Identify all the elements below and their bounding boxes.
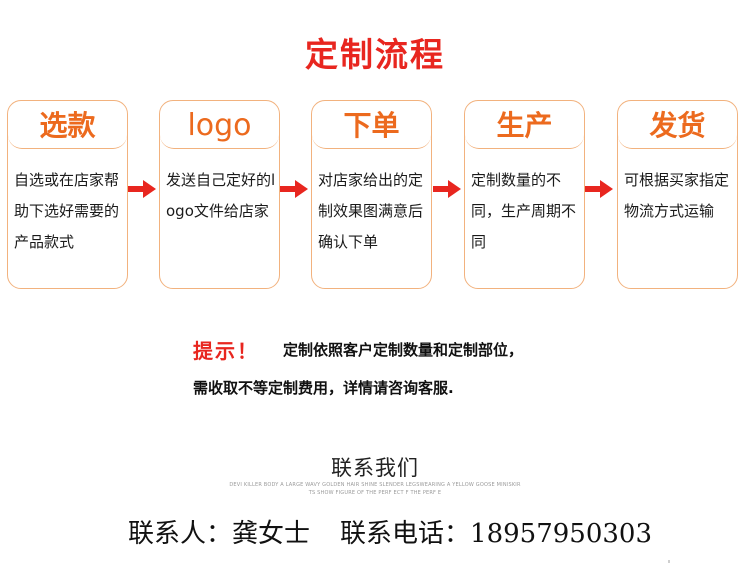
step-card-select: 选款 自选或在店家帮助下选好需要的产品款式 [7,100,128,289]
step-title: 发货 [618,101,737,149]
step-card-production: 生产 定制数量的不同，生产周期不同 [464,100,585,289]
step-card-logo: logo 发送自己定好的logo文件给店家 [159,100,280,289]
page-title: 定制流程 [305,35,445,74]
notice-text-line1: 定制依照客户定制数量和定制部位， [283,341,524,359]
contact-person-name: 龚女士 [232,519,311,549]
right-arrow-icon [280,180,308,198]
contact-phone-number[interactable]: 18957950303 [470,519,653,549]
step-description: 发送自己定好的logo文件给店家 [166,171,276,220]
step-title: logo [160,101,279,149]
step-card-order: 下单 对店家给出的定制效果图满意后确认下单 [311,100,432,289]
notice-label: 提示！ [193,339,259,363]
step-card-shipping: 发货 可根据买家指定物流方式运输 [617,100,738,289]
contact-subtitle-line1: DEVI KILLER BODY A LARGE WAVY GOLDEN HAI… [229,482,521,488]
process-steps: 选款 自选或在店家帮助下选好需要的产品款式 logo 发送自己定好的logo文件… [0,100,750,290]
step-title: 生产 [465,101,584,149]
contact-details: 联系人：龚女士联系电话：18957950303 [128,513,652,550]
contact-phone-label: 联系电话： [340,519,471,549]
decorative-dot [668,560,670,563]
step-title: 选款 [8,101,127,149]
contact-subtitle: DEVI KILLER BODY A LARGE WAVY GOLDEN HAI… [0,481,750,497]
contact-person-label: 联系人： [128,519,233,549]
step-description: 定制数量的不同，生产周期不同 [471,171,577,251]
step-description: 自选或在店家帮助下选好需要的产品款式 [14,171,120,251]
step-description: 对店家给出的定制效果图满意后确认下单 [318,171,424,251]
right-arrow-icon [585,180,613,198]
notice-text-line2: 需收取不等定制费用，详情请咨询客服. [193,379,454,397]
step-title: 下单 [312,101,431,149]
contact-heading: 联系我们 [331,456,419,480]
step-description: 可根据买家指定物流方式运输 [624,171,730,220]
right-arrow-icon [433,180,461,198]
contact-subtitle-line2: TS SHOW FIGURE OF THE PERF ECT F THE PER… [308,490,442,496]
right-arrow-icon [128,180,156,198]
